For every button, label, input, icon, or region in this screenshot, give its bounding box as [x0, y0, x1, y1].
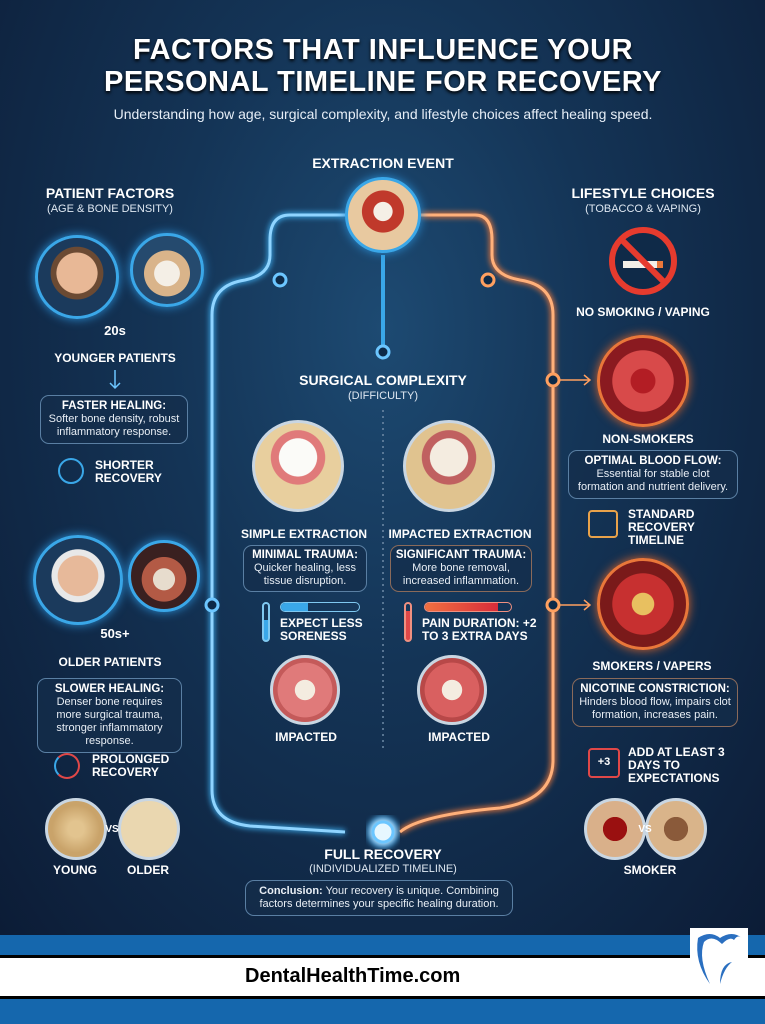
box-title: FASTER HEALING: — [61, 400, 167, 412]
conclusion-box: Conclusion: Your recovery is unique. Com… — [245, 880, 513, 916]
smoker-label: SMOKER — [623, 863, 677, 877]
timeline-paths — [109, 212, 592, 848]
conclusion-text: Your recovery is unique. Combining facto… — [259, 885, 499, 910]
older-bone-label: OLDER — [127, 863, 169, 877]
young-age-label: 20s — [104, 323, 126, 338]
older-jaw-image — [128, 540, 200, 612]
simple-extraction-label: SIMPLE EXTRACTION — [240, 527, 368, 541]
optimal-blood-flow-box: OPTIMAL BLOOD FLOW:Essential for stable … — [568, 450, 738, 499]
older-patient-portrait — [33, 535, 123, 625]
patient-factors-subtitle: (AGE & BONE DENSITY) — [47, 203, 173, 215]
no-smoking-label: NO SMOKING / VAPING — [576, 305, 710, 319]
no-smoking-icon — [609, 227, 677, 295]
lifestyle-choices-title: LIFESTYLE CHOICES — [571, 185, 715, 201]
title-line-1: FACTORS THAT INFLUENCE YOUR — [132, 34, 634, 66]
expect-less-soreness-text: EXPECT LESS SORENESS — [280, 616, 363, 643]
box-text: Denser bone requires more surgical traum… — [56, 696, 163, 747]
faster-healing-box: FASTER HEALING:Softer bone density, robu… — [40, 395, 188, 444]
footer-band: DentalHealthTime.com — [0, 955, 765, 999]
surgical-complexity-title: SURGICAL COMPLEXITY — [299, 372, 467, 388]
pain-meter — [424, 602, 512, 612]
smokers-vapers-label: SMOKERS / VAPERS — [592, 659, 712, 673]
simple-extraction-image — [252, 420, 344, 512]
young-patient-portrait — [35, 235, 119, 319]
constricted-vessel-image — [597, 558, 689, 650]
hot-thermometer-icon — [404, 602, 412, 642]
older-patients-label: OLDER PATIENTS — [58, 655, 162, 669]
box-title: NICOTINE CONSTRICTION: — [580, 683, 730, 695]
full-recovery-title: FULL RECOVERY — [324, 846, 442, 862]
minimal-trauma-box: MINIMAL TRAUMA:Quicker healing, less tis… — [243, 545, 367, 592]
impacted-impacted-label: IMPACTED — [428, 730, 490, 744]
box-title: MINIMAL TRAUMA: — [252, 549, 358, 561]
add-days-text: ADD AT LEAST 3 DAYS TO EXPECTATIONS — [628, 745, 725, 785]
patient-factors-title: PATIENT FACTORS — [45, 185, 175, 201]
box-text: Softer bone density, robust inflammatory… — [48, 413, 180, 438]
older-bone-image — [118, 798, 180, 860]
extraction-event-label: EXTRACTION EVENT — [312, 155, 454, 171]
calendar-check-icon — [588, 510, 618, 538]
prolonged-clock-icon — [54, 753, 80, 779]
box-title: OPTIMAL BLOOD FLOW: — [584, 455, 722, 467]
footer-top-band — [0, 935, 765, 955]
younger-patients-label: YOUNGER PATIENTS — [54, 351, 176, 365]
box-title: SIGNIFICANT TRAUMA: — [395, 549, 527, 561]
calendar-plus-icon: +3 — [588, 748, 620, 778]
prolonged-recovery-text: PROLONGED RECOVERY — [92, 752, 170, 779]
vs-label: VS — [105, 824, 119, 835]
box-title: SLOWER HEALING: — [54, 683, 165, 695]
pain-meter-fill — [425, 603, 499, 611]
box-text: More bone removal, increased inflammatio… — [402, 562, 520, 587]
simple-impacted-image — [270, 655, 340, 725]
conclusion-bold: Conclusion: — [259, 885, 323, 897]
simple-impacted-label: IMPACTED — [275, 730, 337, 744]
soreness-meter-fill — [281, 603, 309, 611]
dry-socket-image — [645, 798, 707, 860]
young-jaw-image — [130, 233, 204, 307]
clock-icon — [58, 458, 84, 484]
cool-thermometer-icon — [262, 602, 270, 642]
full-recovery-subtitle: (INDIVIDUALIZED TIMELINE) — [309, 863, 457, 875]
footer-bottom-band — [0, 999, 765, 1024]
young-bone-image — [45, 798, 107, 860]
smoker-socket-image — [584, 798, 646, 860]
title-line-2: PERSONAL TIMELINE FOR RECOVERY — [104, 66, 662, 98]
soreness-meter — [280, 602, 360, 612]
smoker-vs-label: VS — [638, 824, 652, 835]
path-nodes — [204, 272, 561, 613]
non-smokers-label: NON-SMOKERS — [602, 432, 694, 446]
box-text: Hinders blood flow, impairs clot formati… — [579, 696, 731, 721]
calendar-text: +3 — [597, 756, 611, 768]
impacted-extraction-image — [403, 420, 495, 512]
arrows — [109, 370, 592, 611]
lifestyle-choices-subtitle: (TOBACCO & VAPING) — [585, 203, 701, 215]
older-age-label: 50s+ — [100, 626, 130, 641]
young-bone-label: YOUNG — [52, 863, 98, 877]
impacted-impacted-image — [417, 655, 487, 725]
box-text: Quicker healing, less tissue disruption. — [253, 562, 357, 587]
healthy-vessel-image — [597, 335, 689, 427]
shorter-recovery-text: SHORTER RECOVERY — [95, 458, 162, 485]
standard-recovery-text: STANDARD RECOVERY TIMELINE — [628, 507, 695, 547]
page-subtitle: Understanding how age, surgical complexi… — [113, 106, 653, 122]
extraction-tooth-image — [345, 177, 421, 253]
nicotine-constriction-box: NICOTINE CONSTRICTION:Hinders blood flow… — [572, 678, 738, 727]
surgical-complexity-subtitle: (DIFFICULTY) — [347, 390, 419, 402]
site-name[interactable]: DentalHealthTime.com — [245, 965, 461, 987]
pain-duration-text: PAIN DURATION: +2 TO 3 EXTRA DAYS — [422, 616, 537, 643]
box-text: Essential for stable clot formation and … — [577, 468, 729, 493]
impacted-extraction-label: IMPACTED EXTRACTION — [388, 527, 532, 541]
slower-healing-box: SLOWER HEALING:Denser bone requires more… — [37, 678, 182, 753]
tooth-logo-icon — [690, 928, 748, 988]
significant-trauma-box: SIGNIFICANT TRAUMA:More bone removal, in… — [390, 545, 532, 592]
page-title: FACTORS THAT INFLUENCE YOUR PERSONAL TIM… — [13, 34, 753, 98]
